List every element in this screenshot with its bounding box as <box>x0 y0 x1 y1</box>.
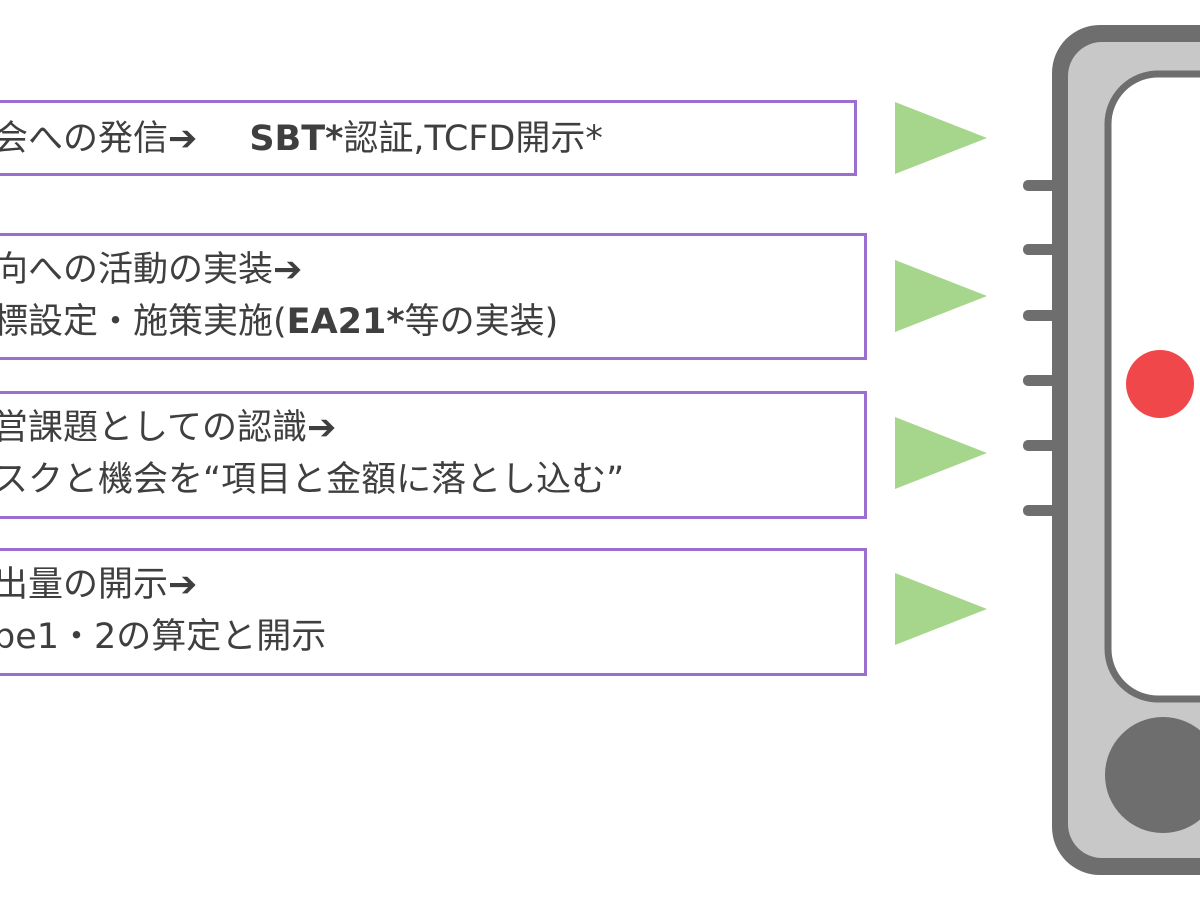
step-box-2: 向への活動の実装➔ 標設定・施策実施(EA21*等の実装) <box>0 233 867 360</box>
step-box-4: 出量の開示➔ pe1・2の算定と開示 <box>0 548 867 676</box>
tick-mark <box>1023 180 1059 191</box>
thermometer-ticks <box>1023 180 1059 516</box>
arrow-icon <box>895 260 987 332</box>
step-box-1: 会への発信➔ SBT*認証,TCFD開示* <box>0 100 857 176</box>
step-2-line-2: 標設定・施策実施(EA21*等の実装) <box>0 302 558 342</box>
step-2-line-1: 向への活動の実装➔ <box>0 250 302 290</box>
thermometer-bulb <box>1105 717 1200 833</box>
step-2-text: 標設定・施策実施( <box>0 302 287 342</box>
arrow-icon <box>895 573 987 645</box>
tick-mark <box>1023 440 1059 451</box>
tick-mark <box>1023 375 1059 386</box>
step-4-line-1: 出量の開示➔ <box>0 565 197 605</box>
step-2-heading: 向への活動の実装➔ <box>0 250 303 290</box>
arrow-icon <box>895 417 987 489</box>
step-2-bold: EA21* <box>286 302 405 342</box>
step-3-heading: 営課題としての認識➔ <box>0 408 337 448</box>
tick-mark <box>1023 244 1059 255</box>
temperature-indicator <box>1126 350 1194 418</box>
step-1-text: 会への発信➔ <box>0 119 198 159</box>
step-3-text: スクと機会を“項目と金額に落とし込む” <box>0 460 625 500</box>
thermometer-icon <box>1023 25 1200 875</box>
step-2-rest: 等の実装) <box>404 302 559 342</box>
step-1-bold: SBT* <box>249 119 344 159</box>
step-box-3: 営課題としての認識➔ スクと機会を“項目と金額に落とし込む” <box>0 391 867 519</box>
step-4-text: pe1・2の算定と開示 <box>0 617 327 657</box>
step-4-line-2: pe1・2の算定と開示 <box>0 617 326 657</box>
step-4-heading: 出量の開示➔ <box>0 565 198 605</box>
arrow-icon <box>895 102 987 174</box>
tick-mark <box>1023 310 1059 321</box>
tick-mark <box>1023 505 1059 516</box>
step-1-rest: 認証,TCFD開示* <box>343 119 603 159</box>
step-3-line-1: 営課題としての認識➔ <box>0 408 336 448</box>
step-1-line-1: 会への発信➔ SBT*認証,TCFD開示* <box>0 119 603 159</box>
step-3-line-2: スクと機会を“項目と金額に落とし込む” <box>0 460 624 500</box>
